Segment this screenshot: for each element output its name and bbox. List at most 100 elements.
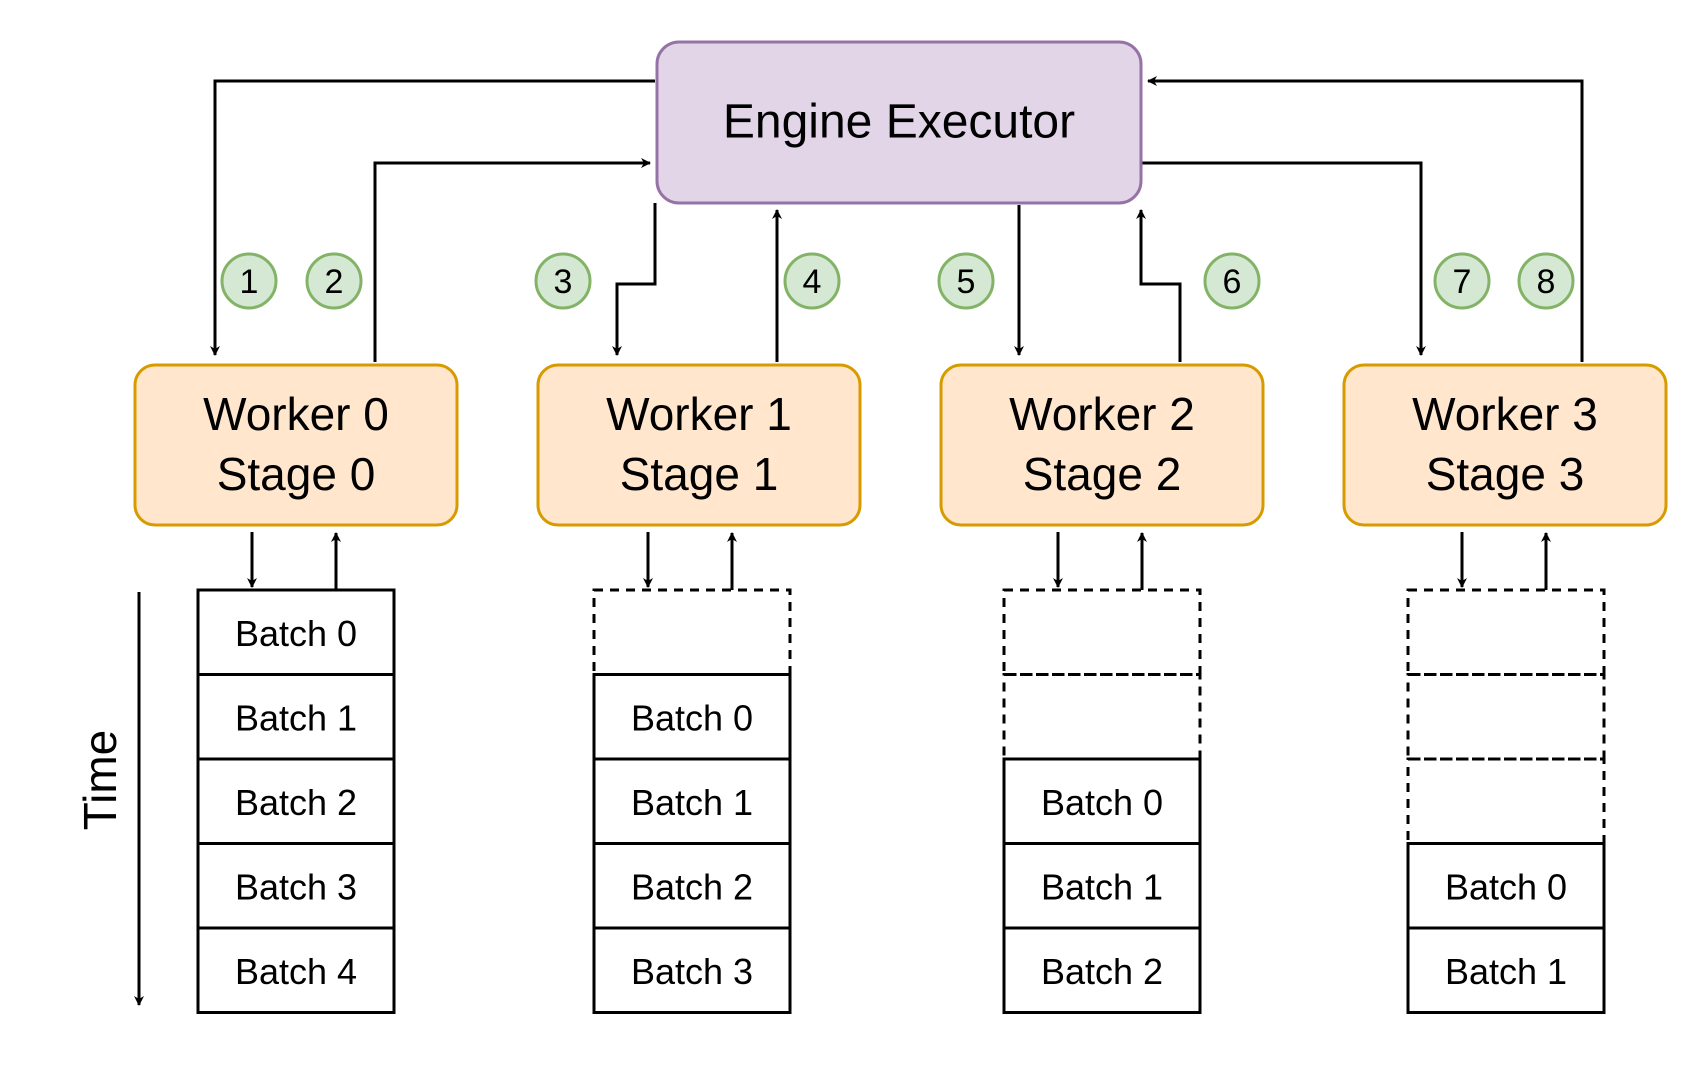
batch-slot: Batch 1 bbox=[1002, 842, 1202, 930]
connector-3 bbox=[612, 203, 657, 356]
batch-slot: Batch 1 bbox=[1406, 926, 1606, 1014]
step-badge-label: 7 bbox=[1453, 263, 1472, 301]
batch-slot-box bbox=[1406, 926, 1606, 1014]
time-axis: Time bbox=[74, 592, 144, 1006]
batch-slot-box bbox=[592, 673, 792, 761]
batch-slot-box bbox=[196, 673, 396, 761]
empty-slot bbox=[1002, 588, 1202, 676]
batch-slot-box bbox=[196, 588, 396, 676]
batch-slot: Batch 1 bbox=[196, 673, 396, 761]
connector-2 bbox=[373, 158, 651, 362]
step-badge-6: 6 bbox=[1203, 252, 1261, 310]
batch-slot: Batch 3 bbox=[592, 926, 792, 1014]
worker-box bbox=[1342, 363, 1668, 527]
batch-slot: Batch 2 bbox=[196, 757, 396, 845]
batch-label: Batch 3 bbox=[235, 866, 357, 907]
batch-label: Batch 1 bbox=[1445, 951, 1567, 992]
batch-slot: Batch 1 bbox=[592, 757, 792, 845]
worker-name: Worker 3 bbox=[1412, 388, 1598, 440]
step-badge-circle bbox=[1203, 252, 1261, 310]
step-badge-label: 8 bbox=[1537, 263, 1556, 301]
step-badges: 1 2 3 4 5 6 7 8 bbox=[220, 252, 1575, 310]
batch-slot: Batch 4 bbox=[196, 926, 396, 1014]
connector-6 bbox=[1136, 209, 1182, 362]
step-badge-circle bbox=[220, 252, 278, 310]
batch-slot-box bbox=[1406, 842, 1606, 930]
batch-label: Batch 0 bbox=[1445, 866, 1567, 907]
worker-stage: Stage 0 bbox=[217, 448, 376, 500]
batch-column: Batch 0 Batch 1 Batch 2 Batch 3 bbox=[592, 588, 792, 1014]
worker-name: Worker 1 bbox=[606, 388, 792, 440]
step-badge-label: 1 bbox=[240, 263, 259, 301]
empty-slot bbox=[1002, 673, 1202, 761]
batch-slot-box bbox=[196, 757, 396, 845]
connector-8 bbox=[1147, 76, 1584, 362]
step-badge-label: 6 bbox=[1223, 263, 1242, 301]
batch-column: Batch 0 Batch 1 Batch 2 bbox=[1002, 588, 1202, 1014]
worker-name: Worker 0 bbox=[203, 388, 389, 440]
batch-label: Batch 0 bbox=[631, 697, 753, 738]
batch-slot-box bbox=[592, 926, 792, 1014]
empty-slot bbox=[592, 588, 792, 676]
batch-slot: Batch 0 bbox=[592, 673, 792, 761]
step-badge-7: 7 bbox=[1433, 252, 1491, 310]
worker-box bbox=[939, 363, 1265, 527]
batch-slot-box bbox=[1002, 842, 1202, 930]
batch-column: Batch 0 Batch 1 bbox=[1406, 588, 1606, 1014]
batch-label: Batch 3 bbox=[631, 951, 753, 992]
worker-stage: Stage 3 bbox=[1426, 448, 1585, 500]
empty-slot bbox=[1406, 588, 1606, 676]
step-badge-1: 1 bbox=[220, 252, 278, 310]
step-badge-label: 4 bbox=[803, 263, 822, 301]
step-badge-label: 5 bbox=[957, 263, 976, 301]
step-badge-5: 5 bbox=[937, 252, 995, 310]
connector-7 bbox=[1141, 161, 1426, 356]
batch-slot: Batch 2 bbox=[592, 842, 792, 930]
batch-slot: Batch 0 bbox=[1002, 757, 1202, 845]
connector-1 bbox=[210, 79, 655, 356]
worker-stage: Stage 2 bbox=[1023, 448, 1182, 500]
batch-slot-box bbox=[1002, 757, 1202, 845]
worker-box bbox=[133, 363, 459, 527]
batch-slot-box bbox=[1002, 926, 1202, 1014]
batch-label: Batch 1 bbox=[1041, 866, 1163, 907]
batch-slot-box bbox=[592, 757, 792, 845]
engine-executor-label: Engine Executor bbox=[723, 96, 1075, 149]
step-badge-circle bbox=[1517, 252, 1575, 310]
worker-stage: Stage 1 bbox=[620, 448, 779, 500]
step-badge-label: 3 bbox=[554, 263, 573, 301]
empty-slot bbox=[1406, 757, 1606, 845]
batch-slot-box bbox=[592, 842, 792, 930]
batch-slot: Batch 0 bbox=[1406, 842, 1606, 930]
worker-3: Worker 3 Stage 3 Batch 0 Batch 1 bbox=[1342, 363, 1668, 1014]
step-badge-circle bbox=[534, 252, 592, 310]
batch-slot: Batch 2 bbox=[1002, 926, 1202, 1014]
step-badge-circle bbox=[305, 252, 363, 310]
step-badge-circle bbox=[1433, 252, 1491, 310]
batch-slot: Batch 0 bbox=[196, 588, 396, 676]
empty-slot bbox=[1406, 673, 1606, 761]
batch-slot-box bbox=[196, 926, 396, 1014]
worker-box bbox=[536, 363, 862, 527]
batch-label: Batch 2 bbox=[631, 866, 753, 907]
engine-executor-box bbox=[655, 40, 1143, 205]
batch-label: Batch 2 bbox=[235, 782, 357, 823]
step-badge-2: 2 bbox=[305, 252, 363, 310]
batch-label: Batch 4 bbox=[235, 951, 357, 992]
time-label: Time bbox=[74, 730, 126, 831]
batch-label: Batch 0 bbox=[1041, 782, 1163, 823]
batch-label: Batch 2 bbox=[1041, 951, 1163, 992]
step-badge-circle bbox=[783, 252, 841, 310]
batch-slot-box bbox=[196, 842, 396, 930]
step-badge-3: 3 bbox=[534, 252, 592, 310]
batch-slot: Batch 3 bbox=[196, 842, 396, 930]
engine-executor: Engine Executor bbox=[655, 40, 1143, 205]
step-badge-circle bbox=[937, 252, 995, 310]
batch-label: Batch 1 bbox=[631, 782, 753, 823]
